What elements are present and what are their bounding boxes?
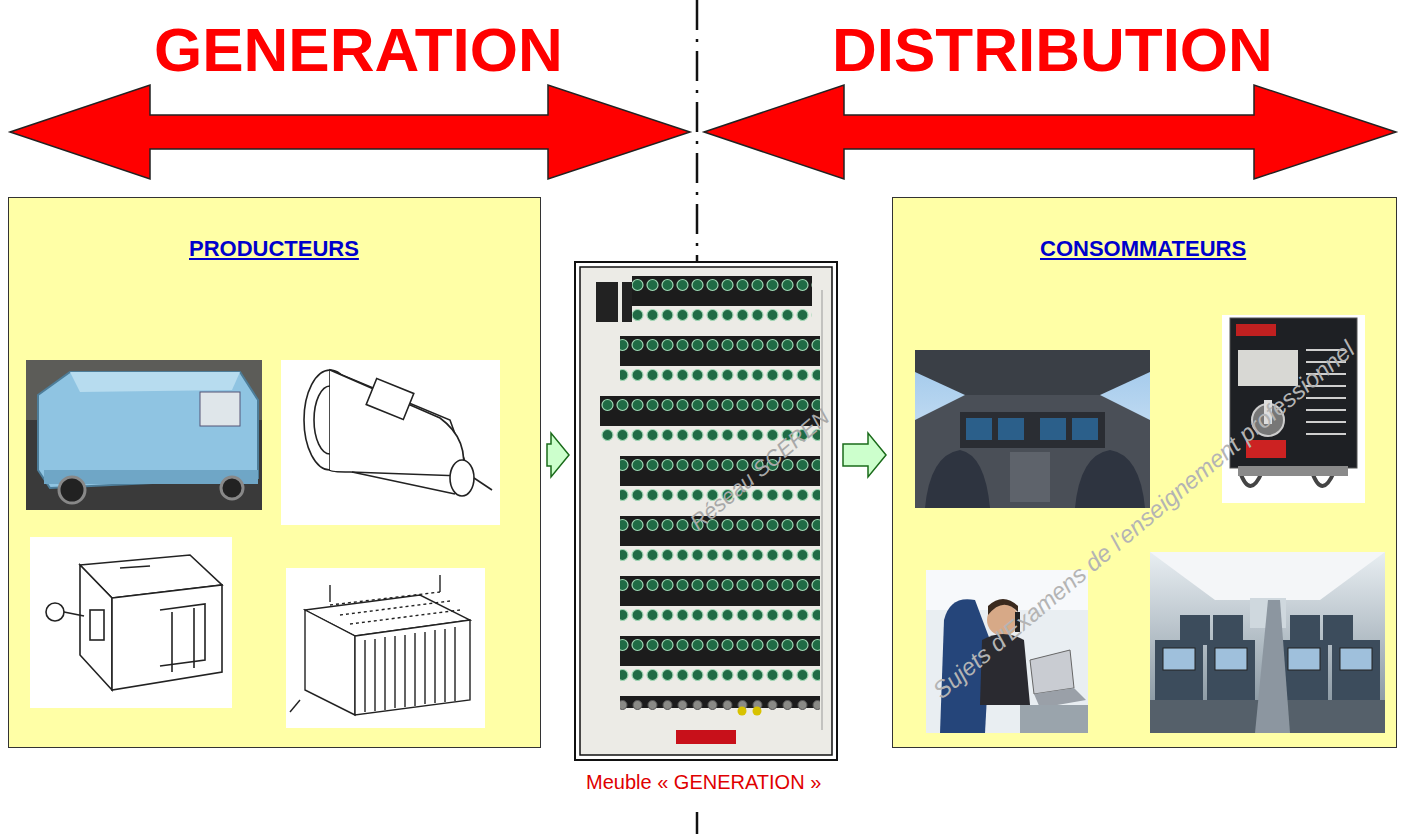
flow-arrow: [843, 433, 886, 477]
double-arrow: [10, 85, 1396, 179]
flow-arrow: [547, 433, 569, 477]
starter-generator: [281, 360, 500, 525]
ground-power-unit: [26, 360, 262, 510]
cockpit-photo: [915, 350, 1150, 508]
panel-ground: [892, 197, 1397, 748]
cabinet-caption: Meuble « GENERATION »: [586, 770, 821, 794]
producer-panel: PRODUCTEURS: [8, 197, 541, 748]
cabin-photo: [1150, 552, 1385, 733]
section-heading: GENERATION: [154, 14, 563, 85]
panel-heading: CONSOMMATEURS: [1040, 236, 1246, 262]
cabinet-box: Meuble « GENERATION »: [575, 262, 837, 815]
static-inverter: [30, 537, 232, 708]
section-heading: DISTRIBUTION: [832, 14, 1273, 85]
watermark: Sujets d'Examens de l'enseignement profe…: [927, 335, 1360, 704]
generation-cabinet: [575, 262, 837, 760]
panel-ground: [8, 197, 541, 748]
battery: [286, 568, 485, 728]
watermark: Réseau SCEREN: [685, 404, 834, 535]
panel-heading: PRODUCTEURS: [189, 236, 359, 262]
